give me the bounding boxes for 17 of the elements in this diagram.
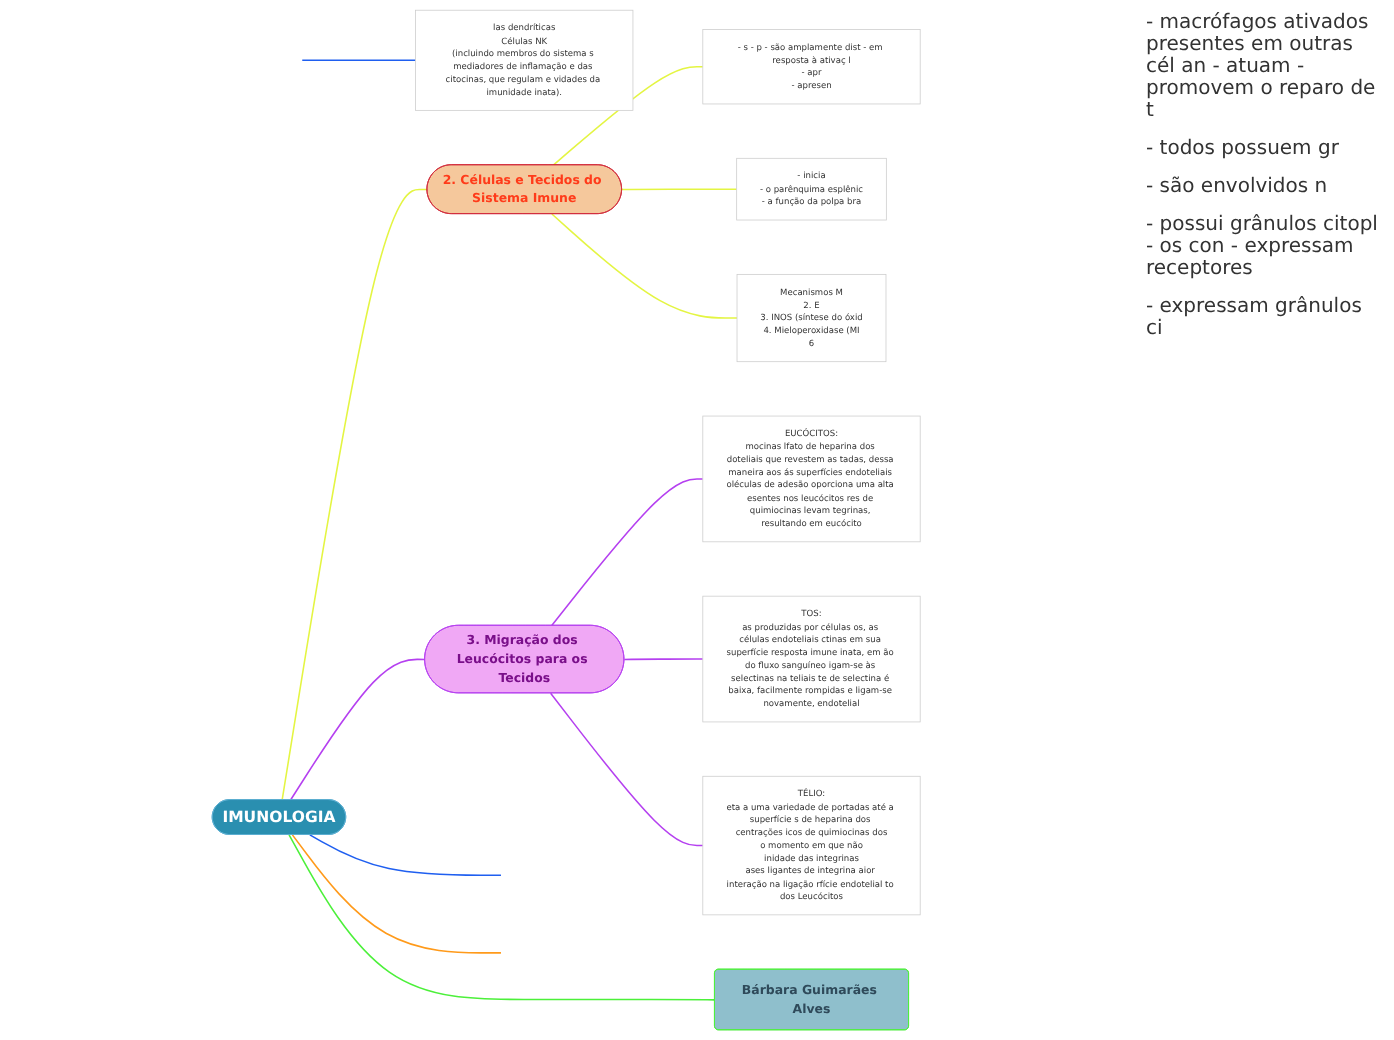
connector-line	[553, 65, 705, 166]
connector-line	[302, 59, 418, 62]
connector-line	[624, 658, 705, 661]
connector-line	[550, 692, 705, 847]
connector-line	[290, 658, 427, 801]
connector-line	[292, 834, 503, 954]
connector-line	[282, 188, 429, 801]
connector-line	[621, 188, 739, 191]
note-text: - todos possuem gr	[1146, 138, 1341, 160]
connector-line	[289, 834, 717, 1001]
note-text: - possui grânulos citopl - os con - expressam receptores	[1146, 214, 1380, 280]
connector-line	[309, 834, 503, 877]
connector-line	[551, 213, 739, 319]
note-text: - macrófagos ativados presentes em outras cél an - atuam - promovem o reparo de t	[1146, 12, 1378, 122]
note-text: - expressam grânulos ci	[1146, 296, 1364, 340]
note-text: - são envolvidos n	[1146, 176, 1330, 198]
connector-line	[551, 478, 705, 627]
